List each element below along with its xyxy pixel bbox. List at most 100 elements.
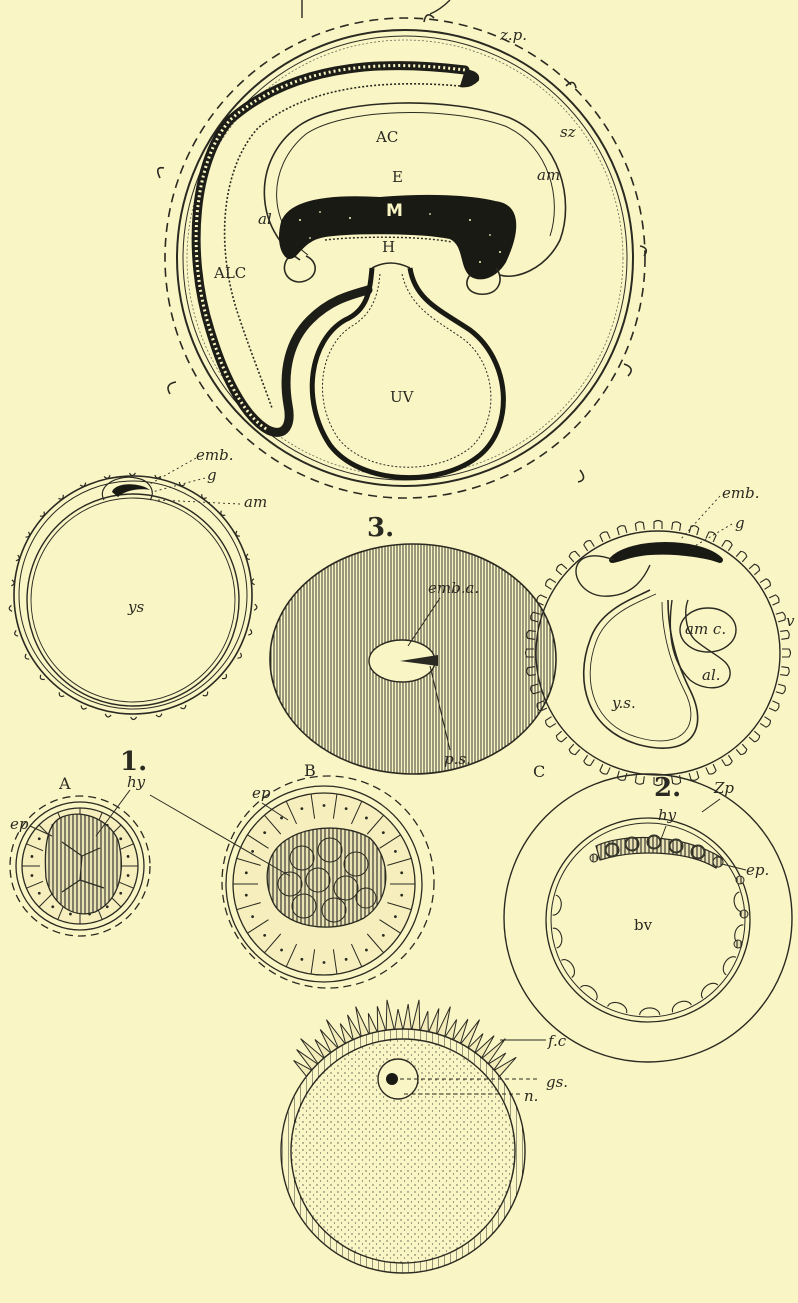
villus xyxy=(635,521,644,531)
zona-pellucida-outline xyxy=(165,18,645,498)
nucleus xyxy=(263,934,266,937)
ovum-label-fc: f.c xyxy=(547,1032,567,1050)
germinal-spot xyxy=(386,1073,398,1085)
villus xyxy=(776,684,786,694)
villus xyxy=(722,539,733,550)
fig2-villi xyxy=(526,521,791,786)
nucleus xyxy=(400,871,403,874)
fig2-label-amc: am c. xyxy=(685,620,726,638)
follicle-cell xyxy=(403,1004,412,1029)
nucleus xyxy=(38,837,41,840)
nucleus xyxy=(323,961,326,964)
fig1-label-g: g xyxy=(207,466,217,484)
villus xyxy=(599,764,610,775)
villus xyxy=(722,755,733,766)
allantois-wall xyxy=(196,66,465,433)
figA-label-ep: ep xyxy=(10,815,29,833)
nucleus xyxy=(69,913,72,916)
figure-b: B ep xyxy=(96,761,434,988)
nucleus xyxy=(119,892,122,895)
fig2-yolk-sac xyxy=(584,590,698,748)
fig2-embryo xyxy=(612,545,720,560)
fig3-label-ac: AC xyxy=(375,128,398,146)
fig2-label-emb: emb. xyxy=(722,484,759,502)
nucleus xyxy=(31,855,34,858)
fig1-outer xyxy=(14,476,252,714)
villus xyxy=(617,525,627,535)
villus xyxy=(544,717,555,728)
nucleus xyxy=(394,850,397,853)
nucleus xyxy=(127,874,130,877)
fig3-label-sz: sz xyxy=(560,123,576,141)
villus xyxy=(769,701,780,712)
villus xyxy=(14,630,18,636)
nucleus xyxy=(31,874,34,877)
villus xyxy=(156,714,162,718)
nucleus xyxy=(365,949,368,952)
follicle-cell xyxy=(412,999,423,1030)
chorion-outer xyxy=(177,30,633,486)
fig1-label-am: am xyxy=(244,493,267,511)
villus xyxy=(635,775,644,785)
figC-label-hy: hy xyxy=(658,806,677,824)
fig1-label-ys: ys xyxy=(127,598,144,616)
figure-1: emb. g am ys 1. xyxy=(9,446,267,777)
villus xyxy=(706,764,717,775)
villus xyxy=(782,649,791,657)
nucleus xyxy=(280,949,283,952)
center-figure: emb.a. p.s. xyxy=(270,544,556,774)
fig2-allantois xyxy=(670,600,730,688)
fig3-number: 3. xyxy=(367,513,394,543)
fig1-villi xyxy=(9,473,257,720)
figure-a: A ep hy xyxy=(10,773,150,936)
nucleus xyxy=(400,894,403,897)
villus xyxy=(237,653,242,659)
villus xyxy=(58,692,64,698)
villus xyxy=(760,717,771,728)
ovum-label-gs: gs. xyxy=(546,1073,568,1091)
villus xyxy=(760,578,771,589)
figA-letter: A xyxy=(58,774,71,793)
villus xyxy=(248,629,252,635)
figC-label-ep: ep. xyxy=(746,861,769,879)
villus xyxy=(80,705,86,710)
nucleus xyxy=(245,871,248,874)
villus xyxy=(583,755,594,766)
follicle-cell xyxy=(383,999,394,1030)
nucleus xyxy=(127,855,130,858)
epiblast-cell xyxy=(720,954,736,975)
villus xyxy=(9,605,12,611)
fig3-label-zp: z.p. xyxy=(499,26,527,44)
nucleus xyxy=(106,905,109,908)
figC-label-bv: bv xyxy=(634,916,653,934)
nucleus xyxy=(345,807,348,810)
nucleus xyxy=(251,850,254,853)
villus xyxy=(222,674,228,680)
villus xyxy=(180,705,186,710)
amnion-outer xyxy=(264,103,565,276)
figure-2: emb. g am c. al. v y.s. 2. xyxy=(526,484,796,803)
epiblast-cell xyxy=(698,980,718,998)
nucleus xyxy=(323,804,326,807)
fig3-label-am: am xyxy=(537,166,560,184)
villus xyxy=(672,521,681,531)
fig2-label-v: v xyxy=(786,612,795,630)
nucleus xyxy=(51,905,54,908)
fig3-label-h: H xyxy=(382,238,395,256)
center-label-ps: p.s. xyxy=(444,750,471,768)
villus xyxy=(599,531,610,542)
figB-hypoblast xyxy=(267,828,386,927)
figure-c: C Zp hy ep. bv xyxy=(504,762,792,1062)
villus xyxy=(769,594,780,605)
villus xyxy=(203,692,209,698)
fig2-label-ys: y.s. xyxy=(611,694,636,712)
nucleus xyxy=(382,934,385,937)
figA-hypoblast xyxy=(45,814,121,914)
villus xyxy=(129,473,135,476)
villus xyxy=(544,578,555,589)
epiblast-cell xyxy=(561,957,577,978)
villus xyxy=(706,531,717,542)
follicle-cell xyxy=(394,1009,403,1029)
center-label-emba: emb.a. xyxy=(428,579,479,597)
